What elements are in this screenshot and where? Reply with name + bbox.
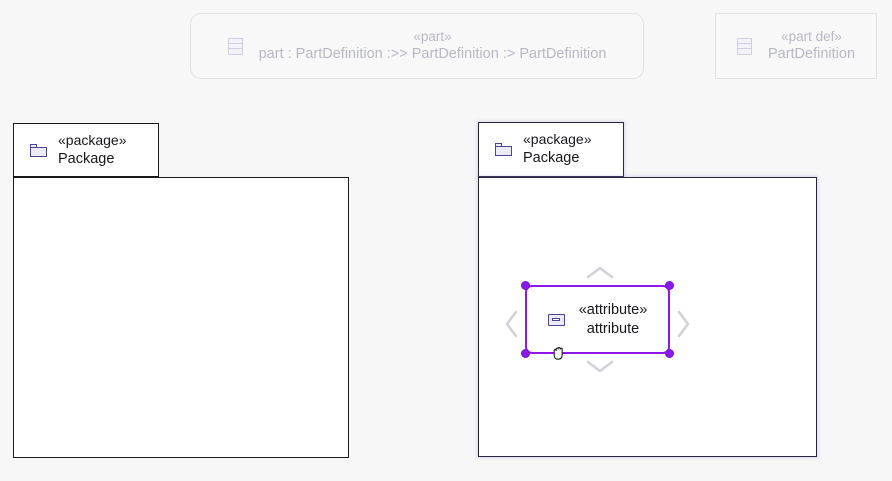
palette-item-part[interactable]: «part» part : PartDefinition :>> PartDef…	[190, 13, 644, 79]
handle-top-left[interactable]	[521, 281, 530, 290]
package-right-stereotype: «package»	[523, 131, 592, 148]
handle-top-right[interactable]	[665, 281, 674, 290]
chevron-left-icon[interactable]	[504, 310, 519, 338]
palette-item-part-stereotype: «part»	[413, 28, 452, 44]
palette-item-part-def-label: «part def» PartDefinition	[768, 28, 855, 65]
package-left-stereotype: «package»	[58, 131, 127, 148]
attribute-icon	[547, 313, 565, 326]
attribute-node-stereotype: «attribute»	[578, 301, 648, 318]
palette-item-part-def-stereotype: «part def»	[781, 28, 842, 44]
handle-bottom-left[interactable]	[521, 349, 530, 358]
folder-icon	[495, 143, 512, 156]
part-def-icon	[736, 37, 752, 55]
chevron-down-icon[interactable]	[586, 359, 614, 374]
palette-item-part-label: «part» part : PartDefinition :>> PartDef…	[259, 28, 607, 65]
package-left-header[interactable]: «package» Package	[13, 123, 159, 177]
package-left-name: Package	[58, 150, 115, 167]
attribute-node-name: attribute	[586, 320, 640, 337]
package-right-name: Package	[523, 150, 580, 167]
package-left-label: «package» Package	[58, 132, 127, 168]
palette-item-part-def[interactable]: «part def» PartDefinition	[715, 13, 877, 79]
attribute-node-label: «attribute» attribute	[579, 301, 648, 339]
package-right-label: «package» Package	[523, 131, 592, 167]
folder-icon	[30, 143, 47, 157]
palette-item-part-name: part : PartDefinition :>> PartDefinition…	[258, 46, 607, 63]
chevron-right-icon[interactable]	[676, 310, 691, 338]
attribute-node[interactable]: «attribute» attribute	[525, 285, 670, 354]
part-icon	[227, 37, 243, 55]
chevron-up-icon[interactable]	[586, 265, 614, 280]
package-left-body[interactable]	[13, 177, 349, 458]
package-right-header[interactable]: «package» Package	[478, 122, 624, 177]
handle-bottom-right[interactable]	[665, 349, 674, 358]
palette-item-part-def-name: PartDefinition	[767, 46, 856, 63]
